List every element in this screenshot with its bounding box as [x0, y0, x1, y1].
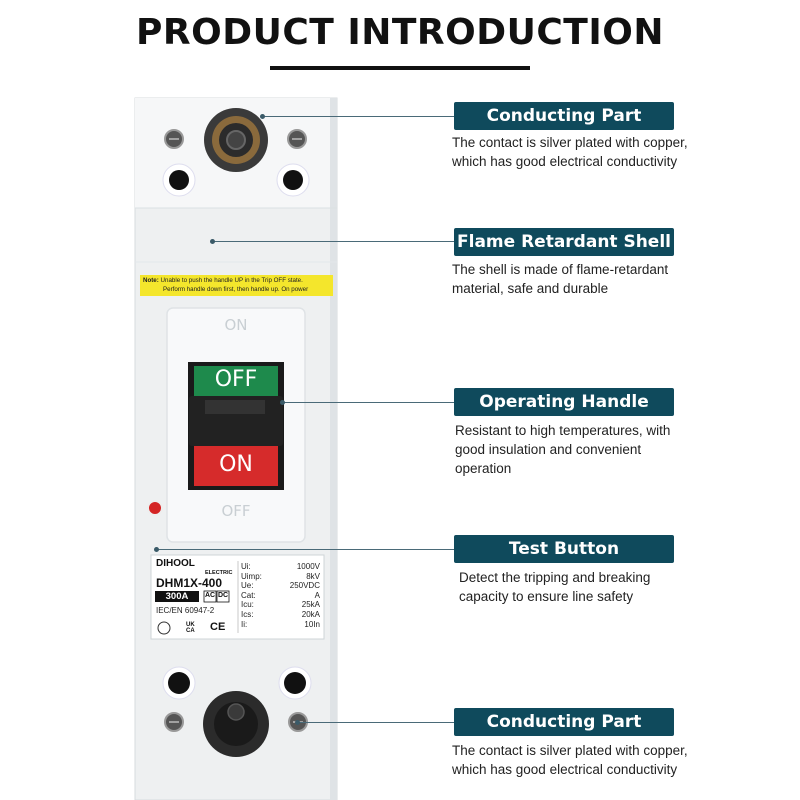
feature-description-line: The contact is silver plated with copper… — [452, 135, 688, 150]
ce-mark: CE — [210, 621, 226, 633]
model-number: DHM1X-400 — [156, 576, 223, 590]
feature-description: Resistant to high temperatures, with good… — [455, 421, 755, 478]
callout-anchor-dot — [210, 239, 215, 244]
off-indicator — [194, 366, 278, 396]
callout-anchor-dot — [295, 720, 300, 725]
standard: IEC/EN 60947-2 — [156, 606, 215, 615]
spec-key: Cat: — [241, 590, 256, 600]
on-label: ON — [219, 452, 253, 477]
spec-key: Icu: — [241, 600, 254, 610]
feature-label: Conducting Part — [454, 708, 674, 736]
feature-description-line: material, safe and durable — [452, 281, 609, 296]
callout-anchor-dot — [260, 114, 265, 119]
brand-sub: ELECTRIC — [205, 570, 233, 576]
spec-value: 20kA — [301, 610, 320, 619]
feature-description-line: operation — [455, 461, 512, 476]
handle-bottom-label: OFF — [221, 502, 251, 520]
callout-leader-line — [282, 402, 454, 403]
spec-value: 25kA — [301, 600, 320, 610]
terminal-screw-icon — [162, 108, 310, 197]
current-type-ac: AC — [204, 592, 216, 599]
feature-description: The contact is silver plated with copper… — [452, 741, 752, 779]
spec-value: 8kV — [306, 571, 320, 581]
page-title: PRODUCT INTRODUCTION — [136, 12, 664, 53]
test-button-icon[interactable] — [147, 500, 163, 516]
off-label: OFF — [214, 367, 258, 392]
note-prefix: Note: — [143, 277, 159, 284]
callout-anchor-dot — [154, 547, 159, 552]
feature-description-line: The shell is made of flame-retardant — [452, 262, 669, 277]
feature-description: The contact is silver plated with copper… — [452, 133, 752, 171]
ukca-mark: UK CA — [186, 622, 195, 634]
terminal-screw-icon — [162, 666, 312, 757]
spec-value: A — [314, 590, 320, 600]
feature-description-line: Detect the tripping and breaking — [459, 570, 651, 585]
spec-key: Uimp: — [241, 571, 262, 581]
callout-leader-line — [262, 116, 454, 117]
feature-description: The shell is made of flame-retardant mate… — [452, 260, 752, 298]
callout-leader-line — [156, 549, 454, 550]
brand-name: DIHOOL — [156, 558, 195, 569]
feature-label: Conducting Part — [454, 102, 674, 130]
note-line-2: Perform handle down first, then handle u… — [163, 286, 309, 293]
feature-label: Operating Handle — [454, 388, 674, 416]
callout-leader-line — [212, 241, 454, 242]
feature-description: Detect the tripping and breaking capacity… — [459, 568, 759, 606]
feature-description-line: The contact is silver plated with copper… — [452, 743, 688, 758]
feature-description-line: which has good electrical conductivity — [452, 762, 678, 777]
spec-key: Ue: — [241, 581, 254, 591]
on-indicator — [194, 446, 278, 486]
feature-description-line: capacity to ensure line safety — [459, 589, 634, 604]
handle-top-label: ON — [224, 316, 248, 334]
note-line-1: Unable to push the handle UP in the Trip… — [160, 277, 303, 284]
spec-key: Ii: — [241, 619, 248, 629]
spec-value: 1000V — [296, 562, 320, 571]
title-underline — [270, 66, 530, 70]
spec-value: 250VDC — [289, 581, 320, 591]
feature-description-line: Resistant to high temperatures, with — [455, 423, 671, 438]
spec-key: Ui: — [241, 562, 251, 571]
feature-label: Test Button — [454, 535, 674, 563]
warning-note: Note: Unable to push the handle UP in th… — [140, 275, 333, 296]
rating: 300A — [165, 591, 189, 602]
feature-description-line: which has good electrical conductivity — [452, 154, 678, 169]
feature-description-line: good insulation and convenient — [455, 442, 642, 457]
callout-leader-line — [297, 722, 454, 723]
spec-key: Ics: — [241, 610, 254, 619]
current-type-dc: DC — [217, 592, 229, 599]
spec-value: 10In — [304, 619, 320, 629]
callout-anchor-dot — [280, 400, 285, 405]
breaker-body-edge-right — [330, 98, 337, 800]
feature-label: Flame Retardant Shell — [454, 228, 674, 256]
